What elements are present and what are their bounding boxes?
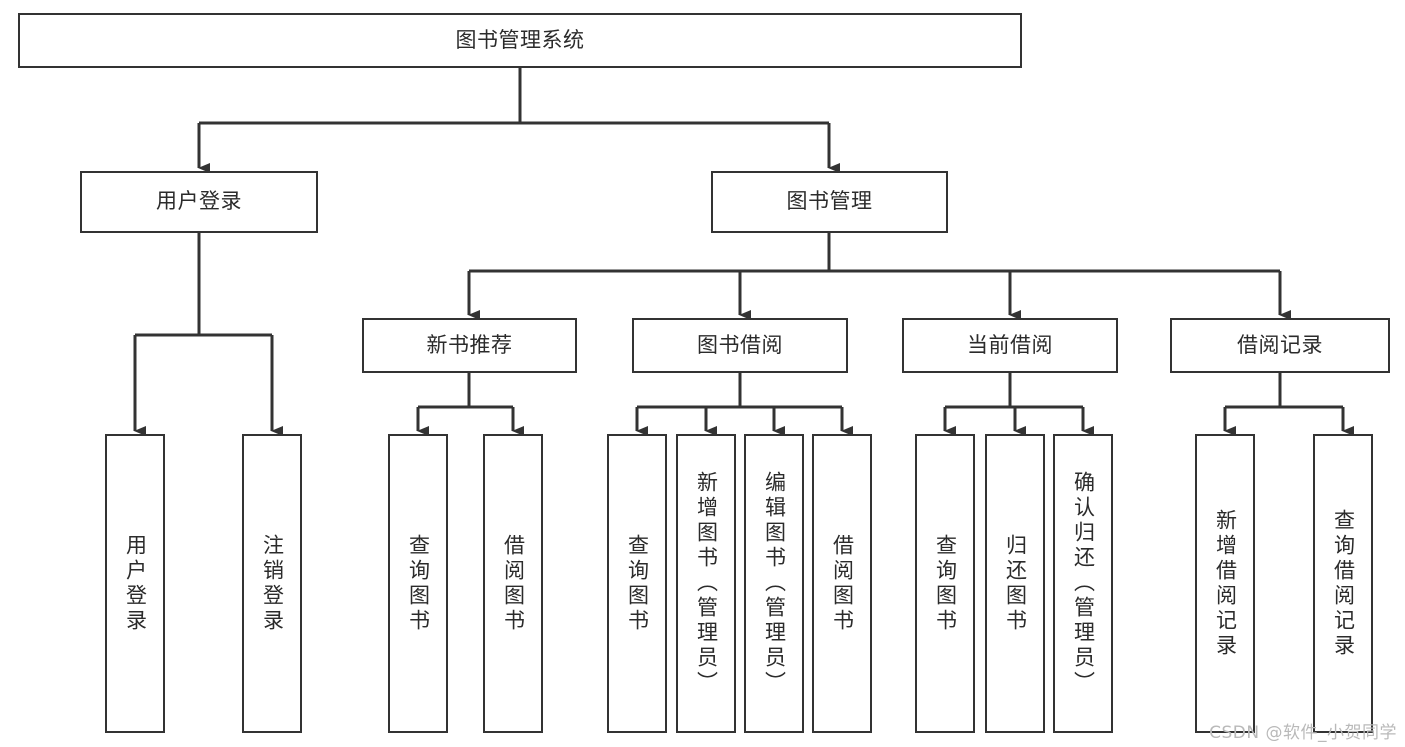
leaf-node[interactable]: 注销登录 <box>242 434 302 733</box>
leaf-node-label: 归还图书 <box>1003 533 1028 634</box>
node-book-borrow[interactable]: 图书借阅 <box>632 318 848 373</box>
node-current-borrow[interactable]: 当前借阅 <box>902 318 1118 373</box>
leaf-node-label: 借阅图书 <box>501 533 526 634</box>
leaf-node[interactable]: 查询图书 <box>388 434 448 733</box>
leaf-node-label: 查询图书 <box>625 533 650 634</box>
node-borrow-record-label: 借阅记录 <box>1237 332 1323 357</box>
leaf-node[interactable]: 借阅图书 <box>812 434 872 733</box>
leaf-node[interactable]: 新增图书（管理员） <box>676 434 736 733</box>
leaf-node[interactable]: 查询借阅记录 <box>1313 434 1373 733</box>
node-root-label: 图书管理系统 <box>455 27 585 52</box>
node-borrow-record[interactable]: 借阅记录 <box>1170 318 1390 373</box>
leaf-node-label: 借阅图书 <box>830 533 855 634</box>
leaf-node[interactable]: 借阅图书 <box>483 434 543 733</box>
leaf-node-label: 查询图书 <box>406 533 431 634</box>
leaf-node-label: 注销登录 <box>260 533 285 634</box>
leaf-node[interactable]: 确认归还（管理员） <box>1053 434 1113 733</box>
leaf-node[interactable]: 归还图书 <box>985 434 1045 733</box>
leaf-node[interactable]: 查询图书 <box>607 434 667 733</box>
leaf-node-label: 新增借阅记录 <box>1213 508 1238 659</box>
node-book-management[interactable]: 图书管理 <box>711 171 948 233</box>
node-user-login-label: 用户登录 <box>156 189 242 214</box>
node-root[interactable]: 图书管理系统 <box>18 13 1022 68</box>
leaf-node-label: 查询借阅记录 <box>1331 508 1356 659</box>
leaf-node[interactable]: 查询图书 <box>915 434 975 733</box>
leaf-node[interactable]: 用户登录 <box>105 434 165 733</box>
leaf-node[interactable]: 编辑图书（管理员） <box>744 434 804 733</box>
leaf-node-label: 新增图书（管理员） <box>694 471 719 696</box>
node-book-management-label: 图书管理 <box>786 189 873 214</box>
node-new-book-recommend-label: 新书推荐 <box>426 332 513 357</box>
leaf-node-label: 查询图书 <box>933 533 958 634</box>
node-user-login[interactable]: 用户登录 <box>80 171 318 233</box>
leaf-node[interactable]: 新增借阅记录 <box>1195 434 1255 733</box>
node-book-borrow-label: 图书借阅 <box>697 332 783 357</box>
node-new-book-recommend[interactable]: 新书推荐 <box>362 318 577 373</box>
leaf-node-label: 用户登录 <box>123 533 148 634</box>
leaf-node-label: 编辑图书（管理员） <box>762 471 787 696</box>
node-current-borrow-label: 当前借阅 <box>967 332 1053 357</box>
leaf-node-label: 确认归还（管理员） <box>1071 471 1096 696</box>
